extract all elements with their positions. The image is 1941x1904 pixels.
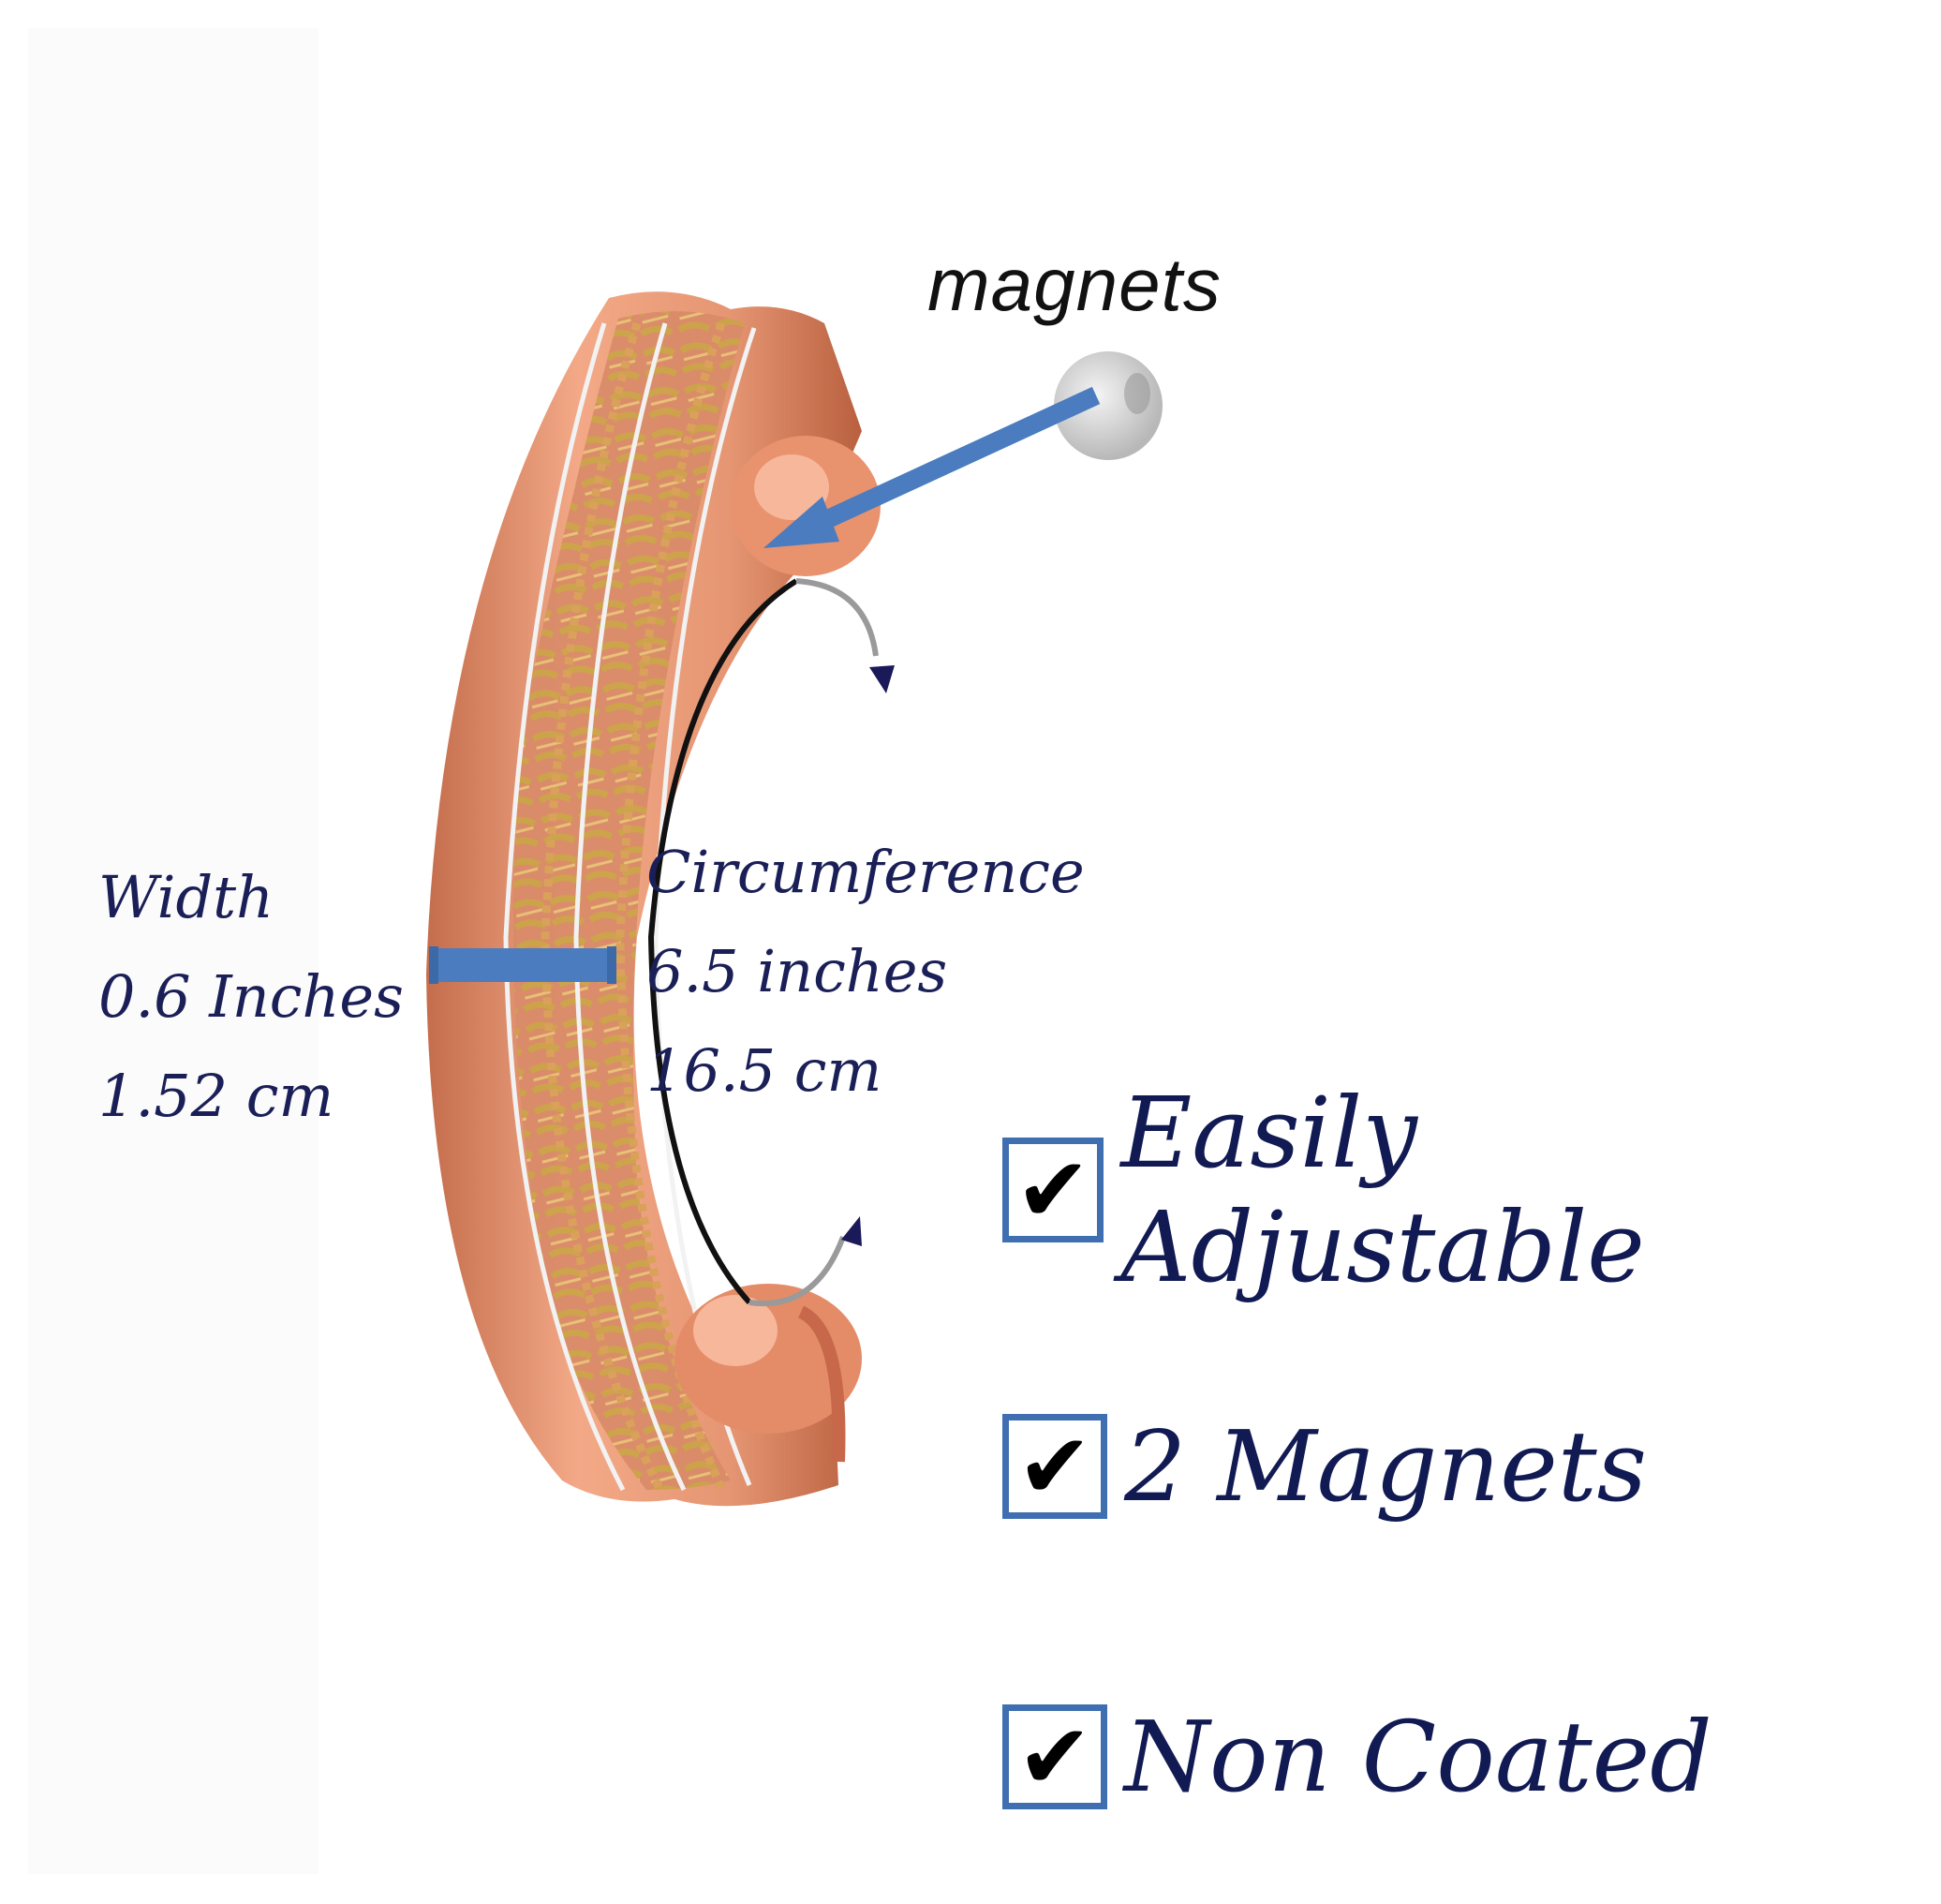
width-inches: 0.6 Inches <box>98 962 404 1031</box>
magnet-pointer-arrow <box>763 386 1101 548</box>
feature-label: Easily Adjustable <box>1120 1076 1645 1304</box>
copper-cuff <box>426 291 881 1507</box>
feature-easily-adjustable: ✔ Easily Adjustable <box>1002 1076 1941 1304</box>
check-mark-icon: ✔ <box>1002 1704 1107 1809</box>
feature-non-coated: ✔ Non Coated <box>1002 1696 1712 1818</box>
feature-label: 2 Magnets <box>1124 1409 1647 1524</box>
width-cm: 1.52 cm <box>98 1062 334 1130</box>
magnet-disc-icon <box>1054 351 1163 460</box>
circumference-inches: 6.5 inches <box>646 937 948 1005</box>
width-marker <box>429 946 616 984</box>
circumference-title: Circumference <box>646 838 1085 906</box>
circumference-measurement: Circumference 6.5 inches 16.5 cm <box>646 823 1085 1121</box>
feature-label: Non Coated <box>1124 1700 1712 1814</box>
check-mark-icon: ✔ <box>1002 1414 1107 1519</box>
left-background-panel <box>28 28 319 1874</box>
magnets-callout-label: magnets <box>927 243 1222 326</box>
circumference-cm: 16.5 cm <box>646 1036 882 1105</box>
feature-2-magnets: ✔ 2 Magnets <box>1002 1406 1647 1527</box>
circumference-arc <box>647 578 895 1307</box>
width-title: Width <box>98 863 274 931</box>
width-measurement: Width 0.6 Inches 1.52 cm <box>98 848 404 1146</box>
check-mark-icon: ✔ <box>1002 1138 1104 1242</box>
